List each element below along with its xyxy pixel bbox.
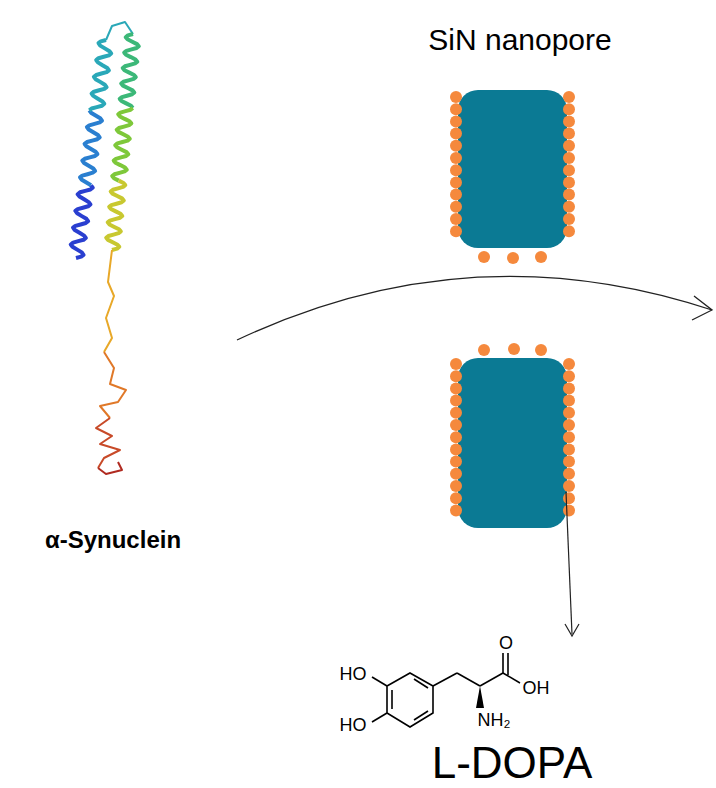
ldopa-dot bbox=[563, 407, 575, 419]
atom-label: OH bbox=[523, 679, 550, 697]
ldopa-dot bbox=[563, 91, 575, 103]
ldopa-dot bbox=[450, 201, 462, 213]
ldopa-dot bbox=[563, 480, 575, 492]
ldopa-dot bbox=[563, 370, 575, 382]
ldopa-dot bbox=[563, 176, 575, 188]
ldopa-dot bbox=[563, 419, 575, 431]
translocation-arrow bbox=[237, 276, 712, 340]
ldopa-dot bbox=[563, 201, 575, 213]
ldopa-dot bbox=[535, 251, 547, 263]
ldopa-dot bbox=[450, 504, 462, 516]
atom-label: HO bbox=[340, 665, 367, 683]
ribbon-segment bbox=[100, 352, 126, 418]
molecule-name: L-DOPA bbox=[432, 741, 593, 785]
ldopa-dot bbox=[450, 431, 462, 443]
atom-label: HO bbox=[340, 716, 367, 734]
ldopa-dot bbox=[450, 370, 462, 382]
ldopa-dot bbox=[563, 213, 575, 225]
ldopa-dot bbox=[563, 468, 575, 480]
ldopa-dot bbox=[450, 164, 462, 176]
ldopa-dot bbox=[450, 480, 462, 492]
atom-label: O bbox=[499, 634, 513, 652]
wedge-bond bbox=[476, 686, 484, 708]
protein-label: α-Synuclein bbox=[45, 528, 181, 552]
ribbon-segment bbox=[80, 110, 102, 185]
protein-ribbon bbox=[71, 22, 139, 474]
heading-label: SiN nanopore bbox=[428, 25, 611, 55]
ldopa-dot bbox=[450, 189, 462, 201]
ldopa-dot bbox=[563, 152, 575, 164]
atom-label: NH₂ bbox=[478, 711, 511, 729]
ribbon-segment bbox=[112, 108, 133, 181]
ldopa-dot bbox=[563, 103, 575, 115]
ldopa-dot bbox=[450, 443, 462, 455]
ldopa-dot bbox=[450, 176, 462, 188]
ldopa-dot bbox=[508, 343, 520, 355]
ribbon-segment bbox=[96, 418, 120, 468]
ldopa-dot bbox=[478, 251, 490, 263]
leader-line bbox=[566, 492, 572, 634]
ldopa-dot bbox=[450, 407, 462, 419]
ldopa-dot bbox=[450, 456, 462, 468]
ribbon-segment bbox=[98, 462, 122, 474]
ldopa-dot bbox=[450, 419, 462, 431]
ldopa-dot bbox=[450, 213, 462, 225]
ldopa-dot bbox=[563, 382, 575, 394]
ribbon-segment bbox=[104, 250, 114, 352]
ldopa-dot bbox=[563, 358, 575, 370]
ribbon-segment bbox=[106, 22, 133, 40]
ribbon-segment bbox=[106, 181, 125, 250]
arrow-head bbox=[692, 296, 712, 320]
ldopa-dot bbox=[450, 382, 462, 394]
ldopa-dot bbox=[563, 189, 575, 201]
ldopa-dot bbox=[450, 358, 462, 370]
ldopa-coating bbox=[450, 91, 575, 516]
pore-wall bbox=[458, 90, 567, 248]
ldopa-dot bbox=[563, 128, 575, 140]
ldopa-dot bbox=[563, 504, 575, 516]
ldopa-dot bbox=[563, 492, 575, 504]
ldopa-dot bbox=[535, 344, 547, 356]
ldopa-dot bbox=[563, 115, 575, 127]
ldopa-dot bbox=[563, 431, 575, 443]
pore-wall bbox=[458, 358, 567, 528]
ldopa-dot bbox=[478, 344, 490, 356]
ldopa-dot bbox=[563, 225, 575, 237]
ldopa-dot bbox=[563, 456, 575, 468]
leader-head bbox=[565, 624, 579, 636]
ribbon-segment bbox=[120, 34, 139, 108]
ldopa-dot bbox=[450, 152, 462, 164]
ribbon-segment bbox=[89, 40, 111, 110]
ldopa-dot bbox=[450, 103, 462, 115]
ribbon-segment bbox=[71, 185, 93, 258]
ldopa-dot bbox=[507, 252, 519, 264]
ldopa-dot bbox=[450, 115, 462, 127]
ldopa-dot bbox=[450, 468, 462, 480]
ldopa-dot bbox=[563, 395, 575, 407]
ldopa-dot bbox=[563, 140, 575, 152]
ldopa-dot bbox=[450, 395, 462, 407]
ldopa-dot bbox=[563, 443, 575, 455]
ldopa-dot bbox=[563, 164, 575, 176]
ldopa-dot bbox=[450, 128, 462, 140]
ldopa-dot bbox=[450, 492, 462, 504]
ldopa-dot bbox=[450, 140, 462, 152]
ldopa-dot bbox=[450, 91, 462, 103]
ldopa-dot bbox=[450, 225, 462, 237]
